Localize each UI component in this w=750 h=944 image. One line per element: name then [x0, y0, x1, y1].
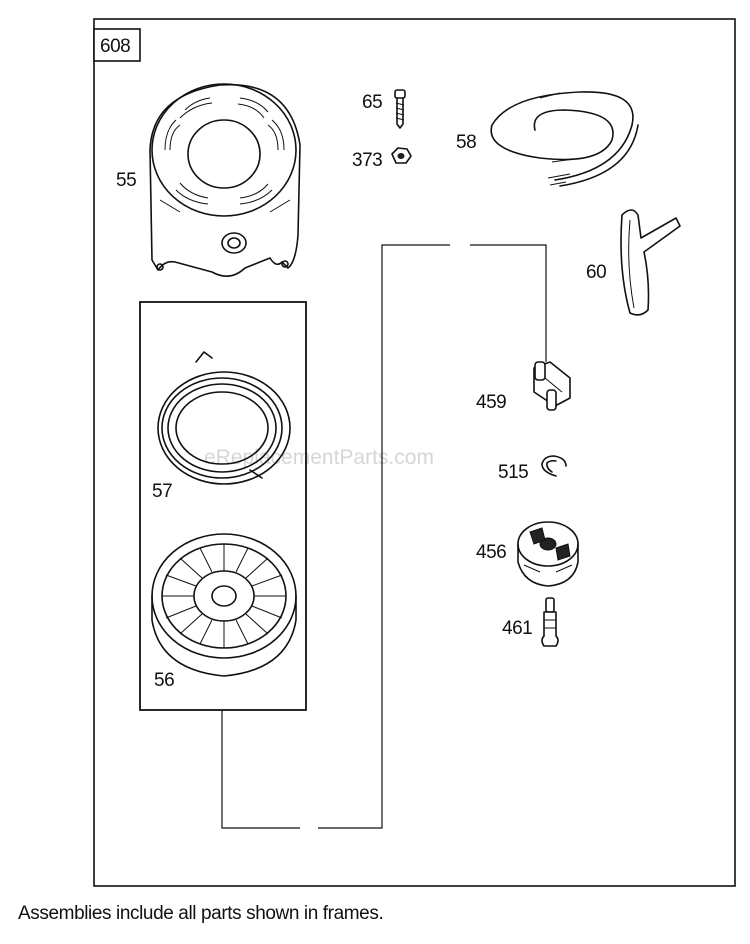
- part-label-60: 60: [586, 262, 606, 283]
- starter-hub-part: [517, 521, 579, 587]
- screw-part: [394, 89, 406, 129]
- blower-housing-part: [149, 83, 301, 277]
- outer-frame: [93, 18, 736, 887]
- part-label-461: 461: [502, 618, 532, 639]
- diagram-id-box: [93, 28, 141, 62]
- part-label-515: 515: [498, 462, 528, 483]
- part-label-58: 58: [456, 132, 476, 153]
- assembly-frame: [139, 301, 307, 711]
- shaft-part: [541, 597, 559, 647]
- assembly-caption: Assemblies include all parts shown in fr…: [18, 903, 384, 924]
- part-label-56: 56: [154, 670, 174, 691]
- part-label-373: 373: [352, 150, 382, 171]
- part-label-57: 57: [152, 481, 172, 502]
- part-label-65: 65: [362, 92, 382, 113]
- part-label-456: 456: [476, 542, 506, 563]
- part-label-55: 55: [116, 170, 136, 191]
- starter-handle-part: [620, 209, 681, 316]
- starter-rope-part: [490, 91, 639, 187]
- nut-part: [391, 147, 412, 164]
- starter-pulley-part: [151, 533, 297, 677]
- part-label-459: 459: [476, 392, 506, 413]
- pawl-part: [533, 361, 571, 411]
- retainer-ring-part: [541, 455, 567, 477]
- watermark: eReplacementParts.com: [204, 446, 434, 469]
- assembly-connector-line: [221, 244, 547, 829]
- recoil-spring-part: [157, 351, 291, 485]
- diagram-id: 608: [100, 36, 130, 57]
